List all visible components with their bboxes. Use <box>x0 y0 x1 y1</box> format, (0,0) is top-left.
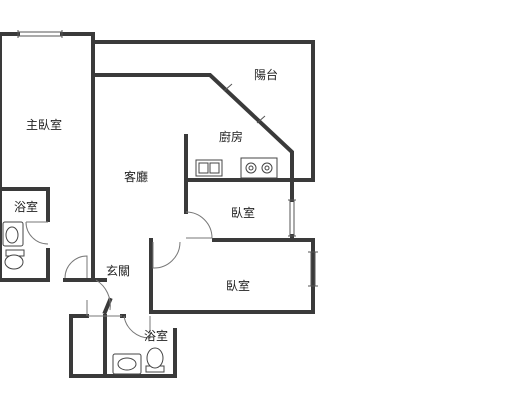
kitchen-sink-icon <box>195 159 223 177</box>
sink-icon <box>112 353 142 375</box>
label-master-bedroom: 主臥室 <box>26 117 62 132</box>
label-master-bath: 浴室 <box>14 199 38 214</box>
label-kitchen: 廚房 <box>219 129 243 144</box>
doors <box>25 211 213 339</box>
label-living-room: 客廳 <box>124 169 148 184</box>
toilet-icon <box>4 249 25 270</box>
fixtures <box>2 157 278 375</box>
label-bedroom-2: 臥室 <box>231 205 255 220</box>
label-bedroom-3: 臥室 <box>226 278 250 293</box>
room-labels: 主臥室 浴室 客廳 廚房 陽台 臥室 臥室 玄關 浴室 <box>14 67 278 343</box>
windows <box>17 30 318 287</box>
walls <box>0 32 315 378</box>
label-balcony: 陽台 <box>254 67 278 82</box>
label-entry: 玄關 <box>106 263 130 278</box>
label-bath-2: 浴室 <box>144 328 168 343</box>
stove-icon <box>240 157 278 179</box>
sink-icon <box>2 221 24 247</box>
toilet-icon <box>145 347 165 373</box>
